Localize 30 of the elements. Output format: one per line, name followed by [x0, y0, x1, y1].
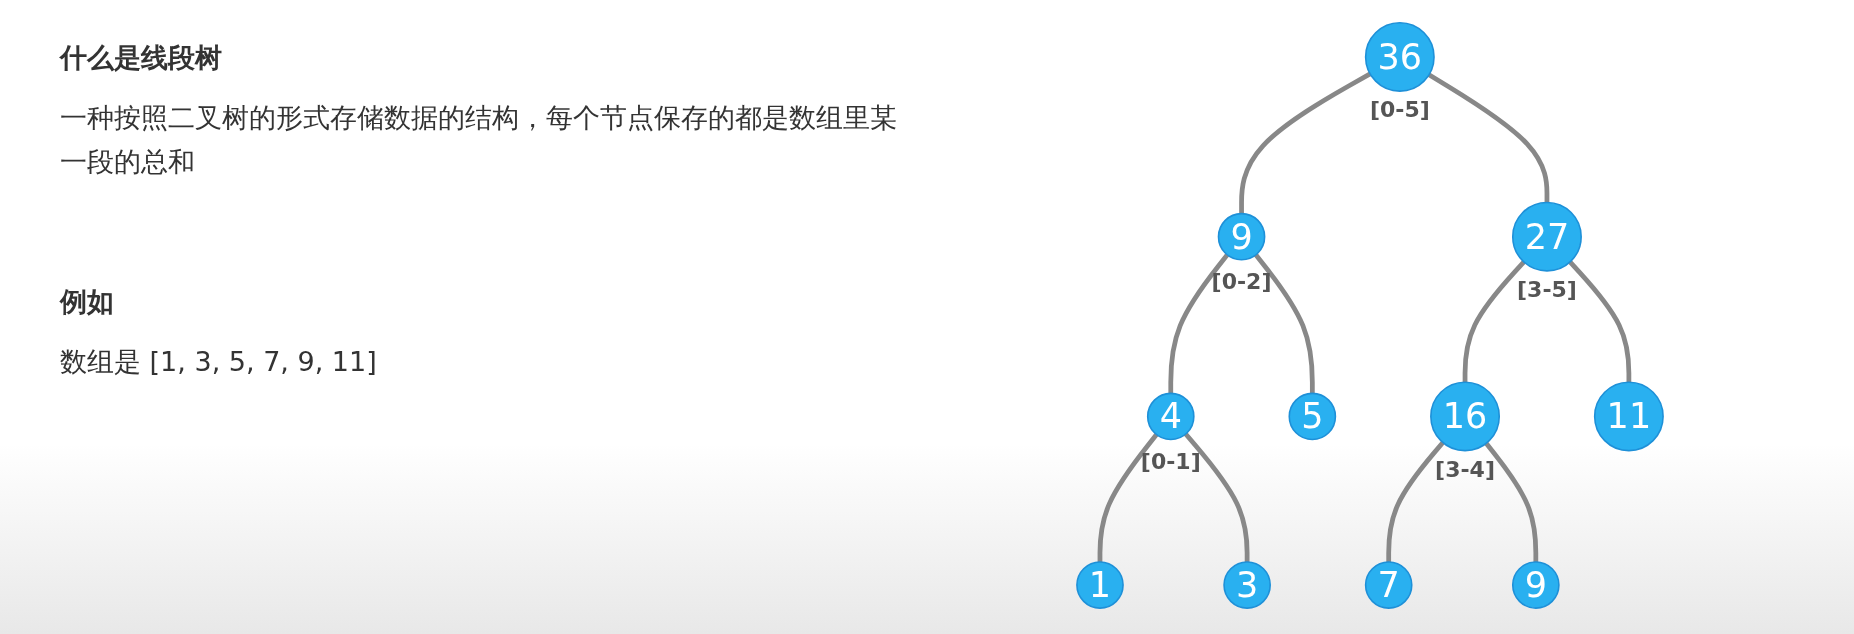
connector — [1253, 253, 1315, 394]
node-circle: 9 — [1217, 212, 1266, 261]
connector — [1183, 432, 1250, 562]
node-circle: 16 — [1430, 381, 1501, 452]
node-circle: 27 — [1511, 201, 1582, 272]
range-label: [0-5] — [1369, 97, 1430, 123]
range-label: [3-4] — [1435, 456, 1495, 482]
title: 什么是线段树 — [60, 41, 223, 75]
node-circle: 5 — [1288, 392, 1337, 441]
range-label: [3-5] — [1517, 276, 1577, 302]
node-circle: 36 — [1364, 21, 1435, 92]
connector — [1386, 440, 1445, 562]
range-label: [0-2] — [1211, 268, 1272, 294]
connector — [1427, 72, 1550, 203]
description-text: 一种按照二叉树的形式存储数据的结构，每个节点保存的都是数组里某一段的总和 — [60, 101, 898, 179]
node-circle: 11 — [1593, 381, 1664, 452]
connector — [1568, 260, 1632, 383]
node-circle: 1 — [1076, 561, 1124, 609]
connector — [1097, 433, 1159, 562]
connector — [1168, 253, 1230, 394]
node-circle: 4 — [1146, 392, 1195, 441]
connector — [1239, 71, 1372, 214]
node-circle: 9 — [1511, 561, 1560, 609]
node-circle: 3 — [1223, 561, 1271, 609]
range-label: [0-1] — [1140, 448, 1201, 474]
connector — [1484, 441, 1539, 562]
node-circle: 7 — [1364, 561, 1413, 609]
connector — [1462, 260, 1526, 383]
example-text: 数组是 [1, 3, 5, 7, 9, 11] — [60, 345, 378, 379]
subheading: 例如 — [60, 285, 115, 319]
